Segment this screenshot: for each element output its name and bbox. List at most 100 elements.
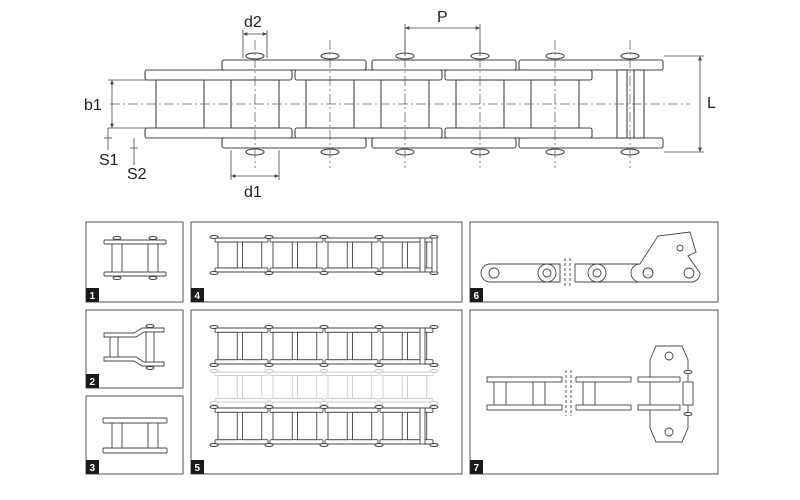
mini-roller: [242, 411, 263, 441]
mini-roller: [217, 331, 238, 361]
p1-plate-bottom: [103, 271, 167, 277]
mini-pin-top: [319, 369, 329, 373]
mini-roller: [407, 375, 428, 399]
mini-roller: [297, 331, 318, 361]
mini-roller: [352, 241, 373, 269]
mini-pin-top: [429, 405, 439, 409]
outer-plate-top: [444, 69, 593, 81]
outer-plate-top: [294, 69, 443, 81]
mini-pin-top: [209, 369, 219, 373]
mini-pin-top: [319, 235, 329, 239]
mini-pin-bottom: [319, 271, 329, 275]
mini-roller: [242, 331, 263, 361]
mini-pin-bottom: [429, 443, 439, 447]
panel-5: [190, 309, 463, 475]
center-lines: [110, 40, 690, 168]
mini-roller: [242, 375, 263, 399]
mini-plate-bottom: [214, 267, 269, 273]
mini-roller: [327, 375, 348, 399]
p7-pin: [683, 412, 693, 416]
inner-plate-top: [518, 59, 664, 71]
mini-plate-top: [379, 371, 434, 377]
p3-plate-bottom: [102, 447, 168, 454]
mini-plate-bottom: [269, 397, 324, 403]
p7-plate-top: [575, 376, 632, 383]
p1-roller-left: [111, 243, 123, 273]
panel-3: [85, 395, 184, 475]
main-chain-drawing: [104, 24, 704, 180]
label-s2: S2: [127, 166, 147, 183]
p7-roller: [532, 381, 546, 406]
p2-pin: [145, 324, 155, 328]
p7-plate-top: [486, 376, 563, 383]
p6-hole: [542, 268, 552, 278]
panel-5-art: [209, 325, 439, 447]
mini-roller: [382, 375, 403, 399]
mini-plate-bottom: [214, 439, 269, 445]
p3-roller: [147, 422, 159, 449]
mini-pin-top: [429, 325, 439, 329]
mini-pin-bottom: [264, 363, 274, 367]
outer-plate-bottom: [294, 127, 443, 139]
mini-roller: [352, 411, 373, 441]
mini-roller: [382, 241, 403, 269]
mini-roller: [352, 331, 373, 361]
p7-hole: [664, 351, 674, 361]
mini-plate-bottom: [379, 397, 434, 403]
mini-pin-bottom: [429, 363, 439, 367]
mini-pin-top: [374, 325, 384, 329]
badge-4: 4: [191, 288, 204, 302]
inner-plate-bottom: [371, 137, 517, 149]
mini-pin-bottom: [374, 401, 384, 405]
mini-plate-top: [269, 407, 324, 413]
p7-roller: [682, 381, 694, 406]
mini-plate-top: [214, 327, 269, 333]
outer-plate-bottom: [444, 127, 593, 139]
mini-pin-top: [374, 235, 384, 239]
mini-pin-bottom: [209, 363, 219, 367]
mini-pin-bottom: [319, 443, 329, 447]
mini-pin-top: [209, 405, 219, 409]
p7-plate-bottom: [637, 404, 681, 411]
badge-6: 6: [470, 288, 483, 302]
mini-roller: [327, 331, 348, 361]
p6-hole: [488, 267, 500, 279]
p2-roller: [109, 336, 119, 358]
p2-plate-top: [103, 327, 165, 338]
mini-plate-bottom: [324, 397, 379, 403]
mini-pin-top: [264, 369, 274, 373]
mini-roller: [297, 411, 318, 441]
p1-pin: [148, 236, 158, 240]
panel-illustrations: [102, 231, 701, 454]
p6-hole: [642, 267, 654, 279]
mini-roller: [297, 375, 318, 399]
mini-pin-bottom: [209, 271, 219, 275]
p1-roller-right: [147, 243, 159, 273]
badge-1: 1: [86, 288, 99, 302]
mini-plate-bottom: [269, 267, 324, 273]
badge-2: 2: [86, 374, 99, 388]
badge-5-number: 5: [195, 463, 201, 474]
mini-plate-top: [324, 237, 379, 243]
badge-3-number: 3: [90, 463, 96, 474]
panel-6: [469, 221, 719, 303]
mini-plate-bottom: [324, 359, 379, 365]
p1-pin: [112, 236, 122, 240]
label-s1: S1: [99, 152, 119, 169]
mini-roller: [272, 411, 293, 441]
mini-pin-bottom: [319, 401, 329, 405]
p3-plate-top: [102, 417, 168, 424]
panel-7-art: [486, 345, 694, 443]
p1-pin: [148, 276, 158, 280]
p4-end: [419, 237, 426, 273]
p5-end: [419, 327, 426, 365]
badge-7: 7: [470, 460, 483, 474]
p6-hole: [592, 268, 602, 278]
mini-roller: [217, 411, 238, 441]
mini-pin-bottom: [264, 443, 274, 447]
panel-6-art: [480, 231, 701, 288]
mini-pin-top: [209, 325, 219, 329]
label-l: L: [707, 95, 716, 112]
p4-end: [431, 237, 438, 273]
